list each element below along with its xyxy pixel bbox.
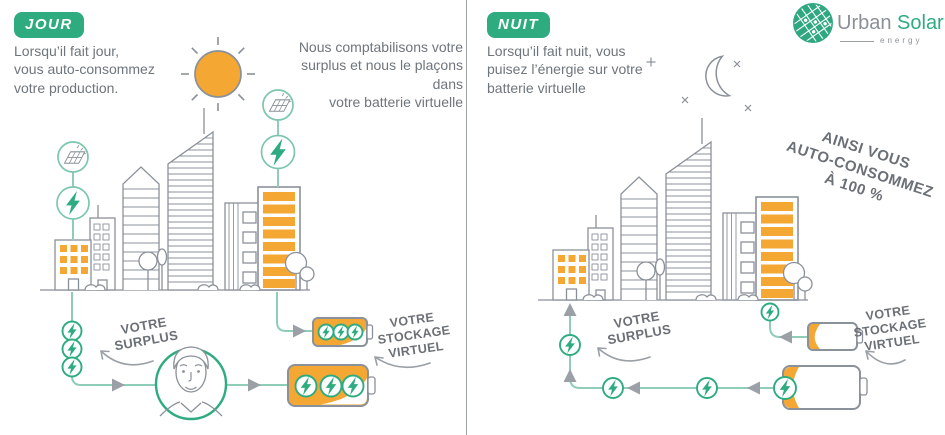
surplus-note-text: Nous comptabilisons votre surplus et nou… [298,39,463,111]
curved-arrow [865,350,906,365]
day-intro-text: Lorsqu’il fait jour, vous auto-consommez… [14,43,155,96]
brand-rule [840,40,874,42]
panel-divider [466,0,467,435]
night-intro-text: Lorsqu’il fait nuit, vous puisez l’énerg… [487,43,643,96]
energy-wire [276,292,313,332]
stars [646,57,752,112]
your-virtual-storage-label: VOTRE STOCKAGE VIRTUEL [852,303,928,354]
day-scene [39,37,431,421]
urban-solar-logo-icon [788,0,838,46]
curved-arrow [100,350,154,366]
night-badge-label: NUIT [487,12,550,38]
night-badge: NUIT [487,12,550,38]
battery-full-icon [287,364,376,407]
auto-consume-label: AINSI VOUS AUTO-CONSOMMEZ À 100 % [784,128,936,206]
curved-arrow [374,356,431,369]
brand-energy-label: energy [880,36,923,45]
moon-icon [646,55,752,112]
brand-name: Urban Solar [837,13,944,33]
brand-subtitle: energy [840,37,922,45]
curved-arrow [597,347,651,362]
battery-empty-icon [773,365,868,410]
your-virtual-storage-label: VOTRE STOCKAGE VIRTUEL [376,310,452,361]
battery-full-icon [312,317,374,347]
day-badge: JOUR [14,12,84,38]
brand-name-urban: Urban [837,12,898,34]
sun-icon [181,37,255,111]
city-illustration [39,89,315,291]
lightning-bolt-icon [61,320,83,378]
battery-empty-icon [807,322,864,351]
person-face-icon [154,346,228,421]
day-badge-label: JOUR [14,12,84,38]
brand-name-solar: Solar [897,12,944,34]
your-surplus-label: VOTRE SURPLUS [113,314,180,354]
your-surplus-label: VOTRE SURPLUS [606,308,673,348]
night-scene [537,0,906,410]
lightning-bolt-icon [559,302,780,399]
